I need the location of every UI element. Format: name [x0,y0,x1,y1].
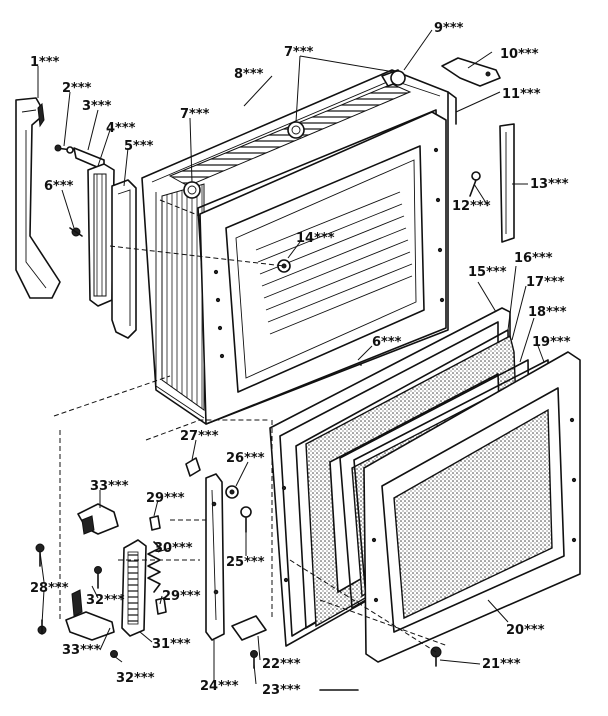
label-part-8: 8*** [234,67,264,82]
label-part-33-bottom: 33*** [62,643,101,658]
label-part-14: 14*** [296,231,335,246]
part-26-washer [225,485,239,499]
label-part-22: 22*** [262,657,301,672]
part-7-bumper-left [183,181,201,199]
label-part-5: 5*** [124,139,154,154]
part-20-outer-glass-frame [363,351,581,663]
label-part-18: 18*** [528,305,567,320]
part-1-handle-endcap [15,97,61,299]
part-10-hinge-bracket [441,57,501,87]
label-part-21: 21*** [482,657,521,672]
label-part-27: 27*** [180,429,219,444]
part-6-screw-left [69,227,83,237]
label-part-3: 3*** [82,99,112,114]
label-part-7-top: 7*** [284,45,314,60]
label-part-25: 25*** [226,555,265,570]
label-part-32-top: 32*** [86,593,125,608]
label-part-23: 23*** [262,683,301,698]
part-25-pin [240,506,252,533]
leader-lines [37,29,545,685]
part-4-trim-strip [87,163,115,307]
part-number-labels: 1*** 2*** 3*** 4*** 5*** 6*** 6*** 7*** … [30,21,571,698]
label-part-6-center: 6*** [372,335,402,350]
label-part-11: 11*** [502,87,541,102]
part-9-rod [381,69,406,87]
part-14-fastener [277,259,291,273]
part-31-hinge-channel [121,539,147,637]
label-part-15: 15*** [468,265,507,280]
part-22-plate [231,615,267,641]
label-part-33-top: 33*** [90,479,129,494]
inner-door-frame [199,111,447,425]
label-part-1: 1*** [30,55,60,70]
part-33-hinge-top [77,503,119,535]
label-part-20: 20*** [506,623,545,638]
label-part-9: 9*** [434,21,464,36]
assembly-guide-lines [53,199,449,653]
label-part-6-left: 6*** [44,179,74,194]
label-part-4: 4*** [106,121,136,136]
label-part-19: 19*** [532,335,571,350]
label-part-2: 2*** [62,81,92,96]
label-part-26: 26*** [226,451,265,466]
label-part-30: 30*** [154,541,193,556]
label-part-29-bottom: 29*** [162,589,201,604]
label-part-16: 16*** [514,251,553,266]
part-32-screw-bottom [110,650,118,658]
label-part-13: 13*** [530,177,569,192]
label-part-17: 17*** [526,275,565,290]
part-33-hinge-bottom [65,589,115,641]
part-30-spring [147,541,161,593]
label-part-10: 10*** [500,47,539,62]
label-part-7-left: 7*** [180,107,210,122]
part-13-side-strip [499,123,515,243]
part-32-screw-top [94,566,102,589]
window-louvers [255,191,413,335]
part-7-bumper-top [287,121,305,139]
label-part-24: 24*** [200,679,239,694]
part-24-hinge-arm [205,473,225,641]
label-part-29-top: 29*** [146,491,185,506]
part-5-door-handle [111,179,137,339]
part-12-screw [469,171,481,197]
part-11-bracket-arm [447,91,457,125]
label-part-28: 28*** [30,581,69,596]
part-2-screw [54,144,74,154]
label-part-32-bottom: 32*** [116,671,155,686]
label-part-31: 31*** [152,637,191,652]
part-27-clip [185,457,201,477]
label-part-12: 12*** [452,199,491,214]
